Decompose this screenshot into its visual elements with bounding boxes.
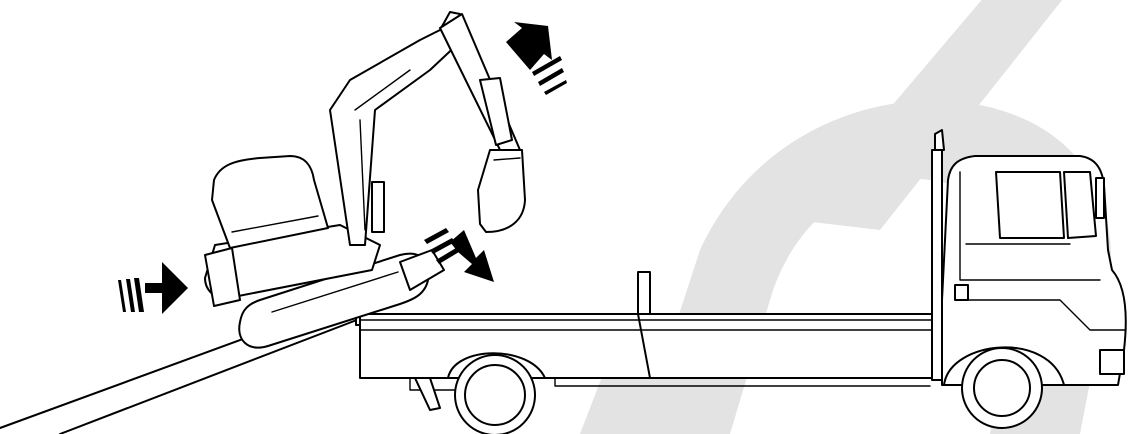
cab-window-front [996, 172, 1064, 238]
boom [330, 12, 462, 245]
beacon-light [935, 130, 944, 150]
boom-cylinder [372, 182, 384, 232]
side-mirror [1096, 178, 1104, 218]
mud-flap [415, 378, 440, 410]
cab-step [955, 285, 968, 300]
push-forward-arrow [118, 262, 188, 314]
cab-window-side [1064, 172, 1096, 238]
headboard-post [932, 150, 942, 380]
mini-excavator [205, 12, 525, 348]
rear-wheel [455, 355, 535, 434]
bucket [478, 150, 525, 232]
boom-up-arrow [506, 22, 567, 95]
front-bumper [1100, 350, 1124, 374]
truck-bed [360, 314, 932, 378]
